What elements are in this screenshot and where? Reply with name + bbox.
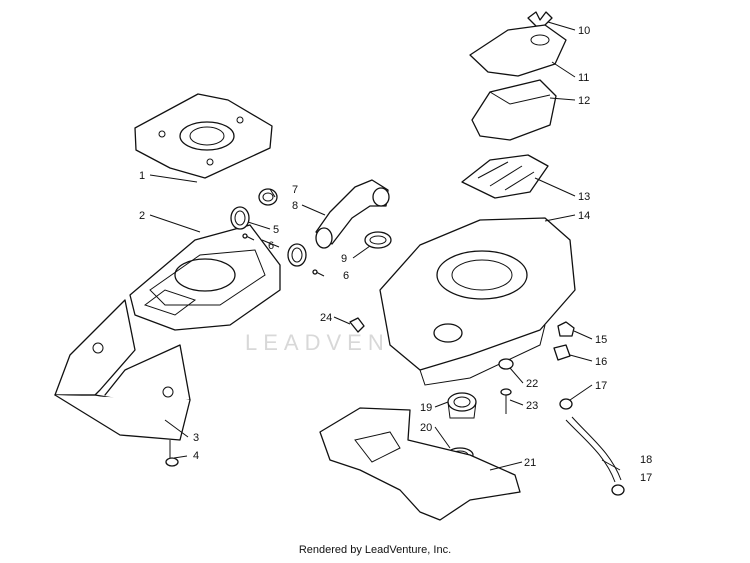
- part-24-clip: [349, 317, 365, 333]
- part-5-clamp-lower: [287, 243, 307, 267]
- callout-3: 3: [193, 432, 199, 444]
- callout-labels: 1 2 3 4 5 6 6 7 8 9 10 11 12 13 14 15 16…: [139, 25, 652, 484]
- part-11-cover: [469, 24, 567, 77]
- part-4-screw: [165, 440, 179, 467]
- footer-credit: Rendered by LeadVenture, Inc.: [298, 544, 452, 556]
- callout-22: 22: [526, 378, 538, 390]
- part-23-fitting: [500, 388, 512, 414]
- part-5-clamp-upper: [230, 206, 250, 230]
- callout-8: 8: [292, 200, 298, 212]
- callout-13: 13: [578, 191, 590, 203]
- callout-17-lower: 17: [640, 472, 652, 484]
- part-21-gasket: [319, 407, 521, 521]
- part-6-screw-lower: [312, 269, 325, 277]
- callout-14: 14: [578, 210, 590, 222]
- leader-lines: [149, 21, 621, 471]
- part-6-screw-upper: [242, 233, 255, 241]
- part-22-grommet: [498, 358, 514, 370]
- part-3-bracket: [54, 299, 191, 441]
- callout-9: 9: [341, 253, 347, 265]
- part-1-plate: [134, 93, 273, 179]
- callout-10: 10: [578, 25, 590, 37]
- callout-12: 12: [578, 95, 590, 107]
- callout-16: 16: [595, 356, 607, 368]
- part-14-main-airbox: [379, 217, 576, 386]
- callout-1: 1: [139, 170, 145, 182]
- callout-19: 19: [420, 402, 432, 414]
- part-16-bushing: [553, 344, 571, 361]
- callout-18: 18: [640, 454, 652, 466]
- part-12-filter-housing: [471, 79, 557, 141]
- callout-23: 23: [526, 400, 538, 412]
- callout-11: 11: [578, 72, 589, 84]
- part-19-boot: [447, 392, 477, 419]
- callout-5: 5: [273, 224, 279, 236]
- callout-21: 21: [524, 457, 536, 469]
- callout-6-lower: 6: [343, 270, 349, 282]
- part-13-filter: [461, 154, 549, 199]
- callout-7: 7: [292, 184, 298, 196]
- part-17-clamp-lower: [611, 484, 625, 496]
- callout-15: 15: [595, 334, 607, 346]
- part-15-cap: [557, 321, 575, 337]
- callout-4: 4: [193, 450, 199, 462]
- part-7-grommet: [258, 188, 278, 206]
- part-8-intake-tube: [315, 179, 390, 249]
- part-18-drain-hose: [565, 416, 622, 483]
- part-9-clamp: [364, 231, 392, 249]
- callout-24: 24: [320, 312, 332, 324]
- part-2-airbox-base: [129, 224, 281, 331]
- callout-17-upper: 17: [595, 380, 607, 392]
- part-10-wing-nut: [527, 11, 553, 27]
- part-17-clamp-upper: [559, 398, 573, 410]
- callout-20: 20: [420, 422, 432, 434]
- callout-2: 2: [139, 210, 145, 222]
- callout-6-upper: 6: [268, 240, 274, 252]
